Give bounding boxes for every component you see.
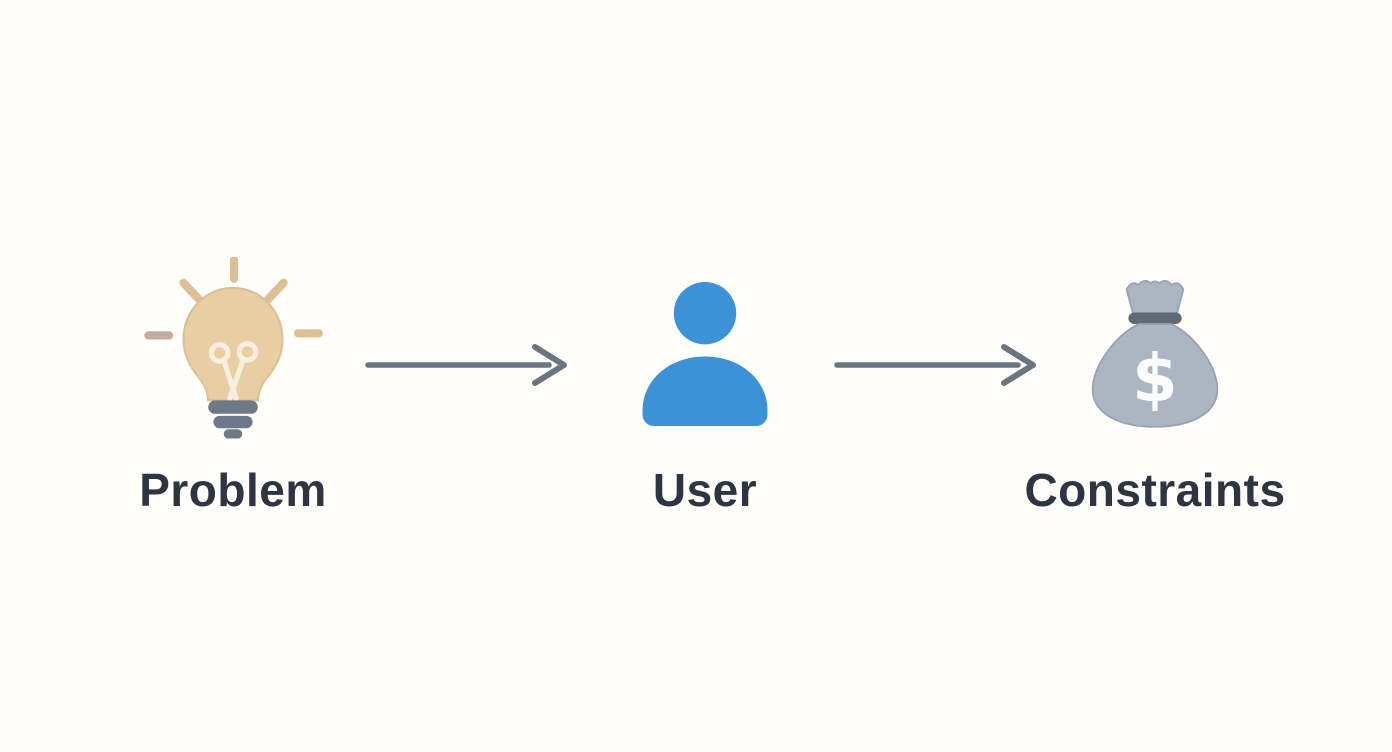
person-icon [639, 255, 771, 455]
ray-upper-left [179, 278, 204, 304]
arrow-user-to-constraints [834, 344, 1036, 386]
node-label-constraints: Constraints [1024, 464, 1286, 516]
arrow-head [532, 344, 567, 386]
node-constraints: $ Constraints [955, 255, 1355, 517]
node-problem: Problem [33, 255, 433, 517]
arrow-head [1001, 344, 1036, 386]
person-head [673, 282, 737, 345]
filament-stem-right [227, 356, 246, 401]
bulb-base-top [208, 400, 258, 414]
filament-loop-left [208, 342, 231, 364]
bulb-base-tip [223, 429, 243, 439]
node-label-user: User [652, 464, 758, 516]
node-label-problem: Problem [139, 464, 327, 516]
money-bag-icon: $ [1084, 255, 1226, 455]
arrow-problem-to-user [365, 344, 567, 386]
bag-body [1091, 323, 1219, 428]
bulb-glass [182, 286, 284, 402]
bulb-base-middle [213, 415, 253, 429]
lightbulb-icon [137, 255, 329, 455]
bag-knot [1125, 280, 1185, 317]
person-body [642, 356, 768, 426]
ray-upper-right [263, 278, 288, 304]
node-user: User [505, 255, 905, 517]
dollar-sign: $ [1132, 341, 1178, 417]
filament-loop-right [236, 341, 259, 363]
bag-band [1128, 312, 1182, 324]
